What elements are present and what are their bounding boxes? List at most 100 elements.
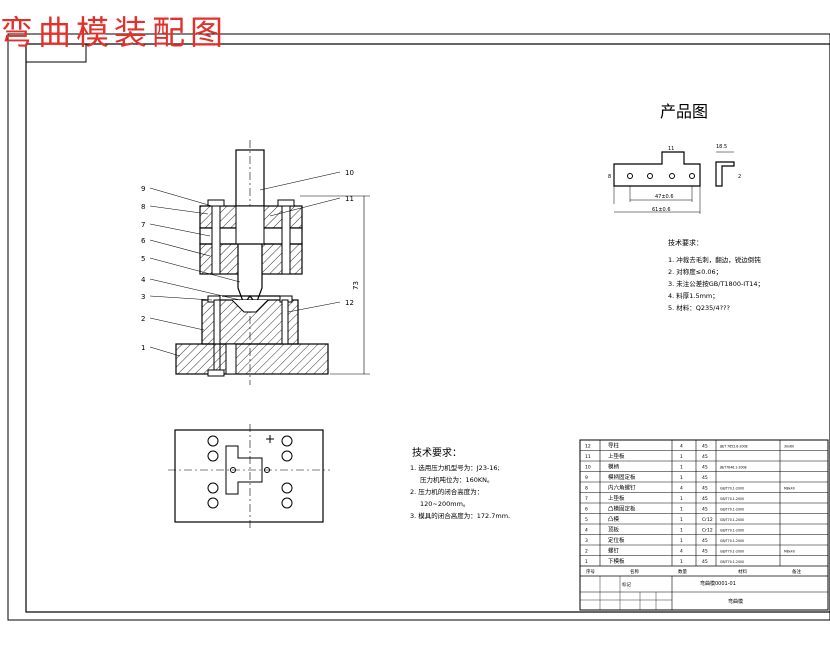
bom-cell-qty: 4 xyxy=(680,444,683,450)
callout-label: 10 xyxy=(345,169,354,177)
bom-cell-qty: 1 xyxy=(680,454,683,460)
bom-cell-std: GB/T70.1-2000 xyxy=(720,529,744,533)
bom-cell-no: 8 xyxy=(585,486,588,492)
bom-cell-qty: 1 xyxy=(680,517,683,523)
left-part-callouts: 9 8 7 6 5 4 3 2 1 xyxy=(141,185,241,357)
bom-header-note: 备注 xyxy=(792,568,801,575)
dimension-text: 61±0.6 xyxy=(652,207,671,213)
bom-cell-mat: 45 xyxy=(702,475,708,481)
drawing-number: 弯曲模0001-01 xyxy=(700,580,736,587)
bom-cell-mat: Cr12 xyxy=(702,517,713,523)
bom-cell-std: GB/T70.1-2000 xyxy=(720,550,744,554)
bom-cell-name: 模柄固定板 xyxy=(608,473,636,481)
right-part-callouts: 10 11 12 xyxy=(259,169,354,313)
bom-cell-name: 下模板 xyxy=(608,557,625,565)
bom-cell-note: M8x40 xyxy=(784,550,795,554)
overall-height-dimension: 73 xyxy=(352,281,360,290)
bom-cell-no: 6 xyxy=(585,507,588,513)
callout-label: 11 xyxy=(345,195,354,203)
callout-label: 2 xyxy=(141,315,145,323)
bom-cell-std: JB/T 7652.6-2008 xyxy=(719,445,748,449)
bom-cell-no: 4 xyxy=(585,528,588,534)
product-tech-title: 技术要求： xyxy=(668,238,703,247)
bom-cell-std: GB/T70.1-2000 xyxy=(720,560,744,564)
bom-cell-mat: 45 xyxy=(702,486,708,492)
tech-requirement-line: 2. 压力机的闭合高度为： xyxy=(410,487,483,496)
bom-cell-name: 上垫板 xyxy=(608,494,625,502)
bom-cell-no: 5 xyxy=(585,517,588,523)
sheet-border xyxy=(7,33,830,621)
tech-requirement-line: 3. 模具的闭合高度为：172.7mm. xyxy=(410,511,510,520)
bom-cell-note: 30x60 xyxy=(784,445,794,449)
drawing-frame xyxy=(25,43,830,613)
tech-requirements-title: 技术要求： xyxy=(412,446,462,459)
bom-cell-name: 上垫板 xyxy=(608,452,625,460)
bom-cell-mat: 45 xyxy=(702,559,708,565)
bom-cell-mat: 45 xyxy=(702,465,708,471)
bom-cell-no: 3 xyxy=(585,538,588,544)
bom-cell-mat: 45 xyxy=(702,538,708,544)
title-block-stamp: 标记 xyxy=(622,581,631,588)
dimension-text: 11 xyxy=(668,146,674,152)
bom-cell-std: GB/T70.1-2000 xyxy=(720,518,744,522)
bom-cell-no: 9 xyxy=(585,475,588,481)
bom-cell-mat: 45 xyxy=(702,444,708,450)
bom-cell-no: 12 xyxy=(585,444,591,450)
callout-label: 7 xyxy=(141,221,145,229)
bom-cell-std: GB/T70.1-2000 xyxy=(720,487,744,491)
dimension-text: 8 xyxy=(608,174,611,180)
bom-cell-mat: 45 xyxy=(702,454,708,460)
bom-cell-std: GB/T70.1-2000 xyxy=(720,497,744,501)
product-note: 2. 对称度≤0.06； xyxy=(668,267,722,276)
product-view-title: 产品图 xyxy=(660,102,708,121)
tech-requirement-line: 120~200mm。 xyxy=(420,500,469,508)
bom-cell-std: JB/T7646.1-2008 xyxy=(719,466,747,470)
bom-cell-name: 凸模固定板 xyxy=(608,505,636,513)
bom-cell-no: 10 xyxy=(585,465,591,471)
callout-label: 12 xyxy=(345,299,354,307)
product-view: 产品图 47±0.6 61±0.6 8 11 18.5 2 技术要求： 1. 冲… xyxy=(608,102,764,312)
bom-cell-qty: 1 xyxy=(680,528,683,534)
punch xyxy=(237,243,263,306)
bom-cell-mat: 45 xyxy=(702,496,708,502)
bom-header-name: 名称 xyxy=(630,568,639,575)
callout-label: 6 xyxy=(141,237,146,245)
bom-cell-qty: 1 xyxy=(680,465,683,471)
callout-label: 5 xyxy=(141,255,145,263)
bom-cell-name: 导柱 xyxy=(608,442,620,450)
callout-label: 1 xyxy=(141,344,145,352)
bom-cell-qty: 1 xyxy=(680,507,683,513)
dimension-text: 47±0.6 xyxy=(655,194,674,200)
bom-cell-std: GB/T70.1-2000 xyxy=(720,539,744,543)
bom-cell-note: M8x40 xyxy=(784,487,795,491)
product-note: 4. 料厚1.5mm； xyxy=(668,291,719,300)
tech-requirement-line: 1. 选用压力机型号为：J23-16; xyxy=(410,463,500,472)
bom-cell-no: 2 xyxy=(585,549,588,555)
drawing-name: 弯曲模 xyxy=(728,598,743,605)
bom-cell-name: 定位板 xyxy=(608,536,625,544)
dimension-text: 2 xyxy=(738,174,741,180)
assembly-view: 73 xyxy=(175,140,370,385)
dimension-text: 18.5 xyxy=(716,144,727,150)
product-note: 1. 冲裁去毛刺，翻边，锐边倒钝 xyxy=(668,255,761,264)
bom-cell-name: 凸模 xyxy=(608,515,620,523)
callout-label: 8 xyxy=(141,203,145,211)
corner-tab xyxy=(25,43,87,63)
drawing-title: 弯曲模装配图 xyxy=(0,13,228,52)
bom-cell-qty: 1 xyxy=(680,496,683,502)
bom-header-mat: 材料 xyxy=(738,568,747,575)
product-note: 3. 未注公差按GB/T1800-IT14； xyxy=(668,279,764,288)
bom-cell-mat: 45 xyxy=(702,507,708,513)
callout-label: 4 xyxy=(141,276,146,284)
bom-cell-qty: 4 xyxy=(680,549,683,555)
bom-cell-mat: 45 xyxy=(702,549,708,555)
bom-cell-qty: 1 xyxy=(680,475,683,481)
bom-cell-no: 7 xyxy=(585,496,588,502)
bom-cell-qty: 1 xyxy=(680,559,683,565)
callout-label: 3 xyxy=(141,293,145,301)
bom-header-seq: 序号 xyxy=(586,568,595,575)
callout-label: 9 xyxy=(141,185,145,193)
plan-view xyxy=(168,424,330,528)
